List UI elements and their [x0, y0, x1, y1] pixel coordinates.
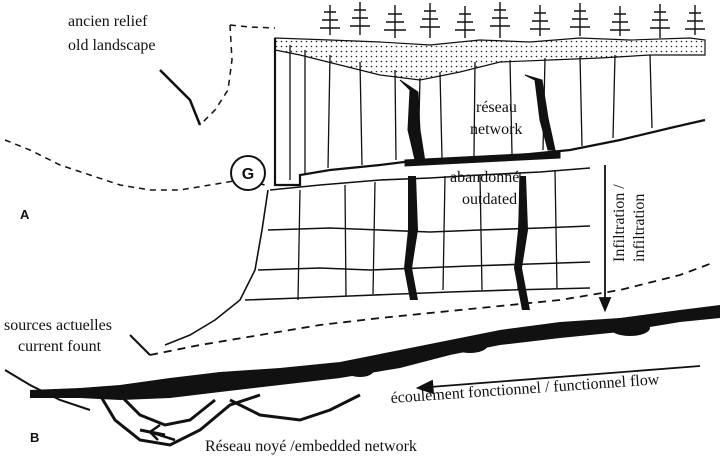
label-network-en: network — [470, 120, 522, 140]
label-embedded-network: Réseau noyé /embedded network — [205, 437, 417, 457]
label-old-landscape: old landscape — [68, 36, 156, 56]
label-abandoned-fr: abandonné — [450, 168, 519, 188]
relief-pointer — [160, 70, 200, 125]
label-infiltration-1: Infiltration / — [610, 184, 630, 262]
label-b: B — [30, 428, 39, 448]
water-table-line — [150, 262, 715, 355]
forest — [320, 2, 705, 38]
old-landscape-outline-2 — [200, 25, 232, 125]
old-landscape-outline — [5, 140, 265, 190]
label-a: A — [20, 205, 29, 225]
label-ancient-relief: ancien relief — [68, 12, 148, 32]
label-sources-fr: sources actuelles — [4, 316, 112, 336]
embedded-arrow — [150, 425, 175, 440]
soil-layer — [275, 38, 705, 80]
old-landscape-outline-3 — [230, 25, 275, 28]
label-abandoned-en: outdated — [462, 190, 517, 210]
label-network-fr: réseau — [476, 98, 517, 118]
marker-g: G — [242, 166, 254, 183]
sources-pointer — [130, 335, 150, 355]
label-infiltration-2: infiltration — [630, 194, 650, 262]
infiltration-arrow — [600, 165, 610, 310]
label-sources-en: current fount — [18, 337, 101, 357]
